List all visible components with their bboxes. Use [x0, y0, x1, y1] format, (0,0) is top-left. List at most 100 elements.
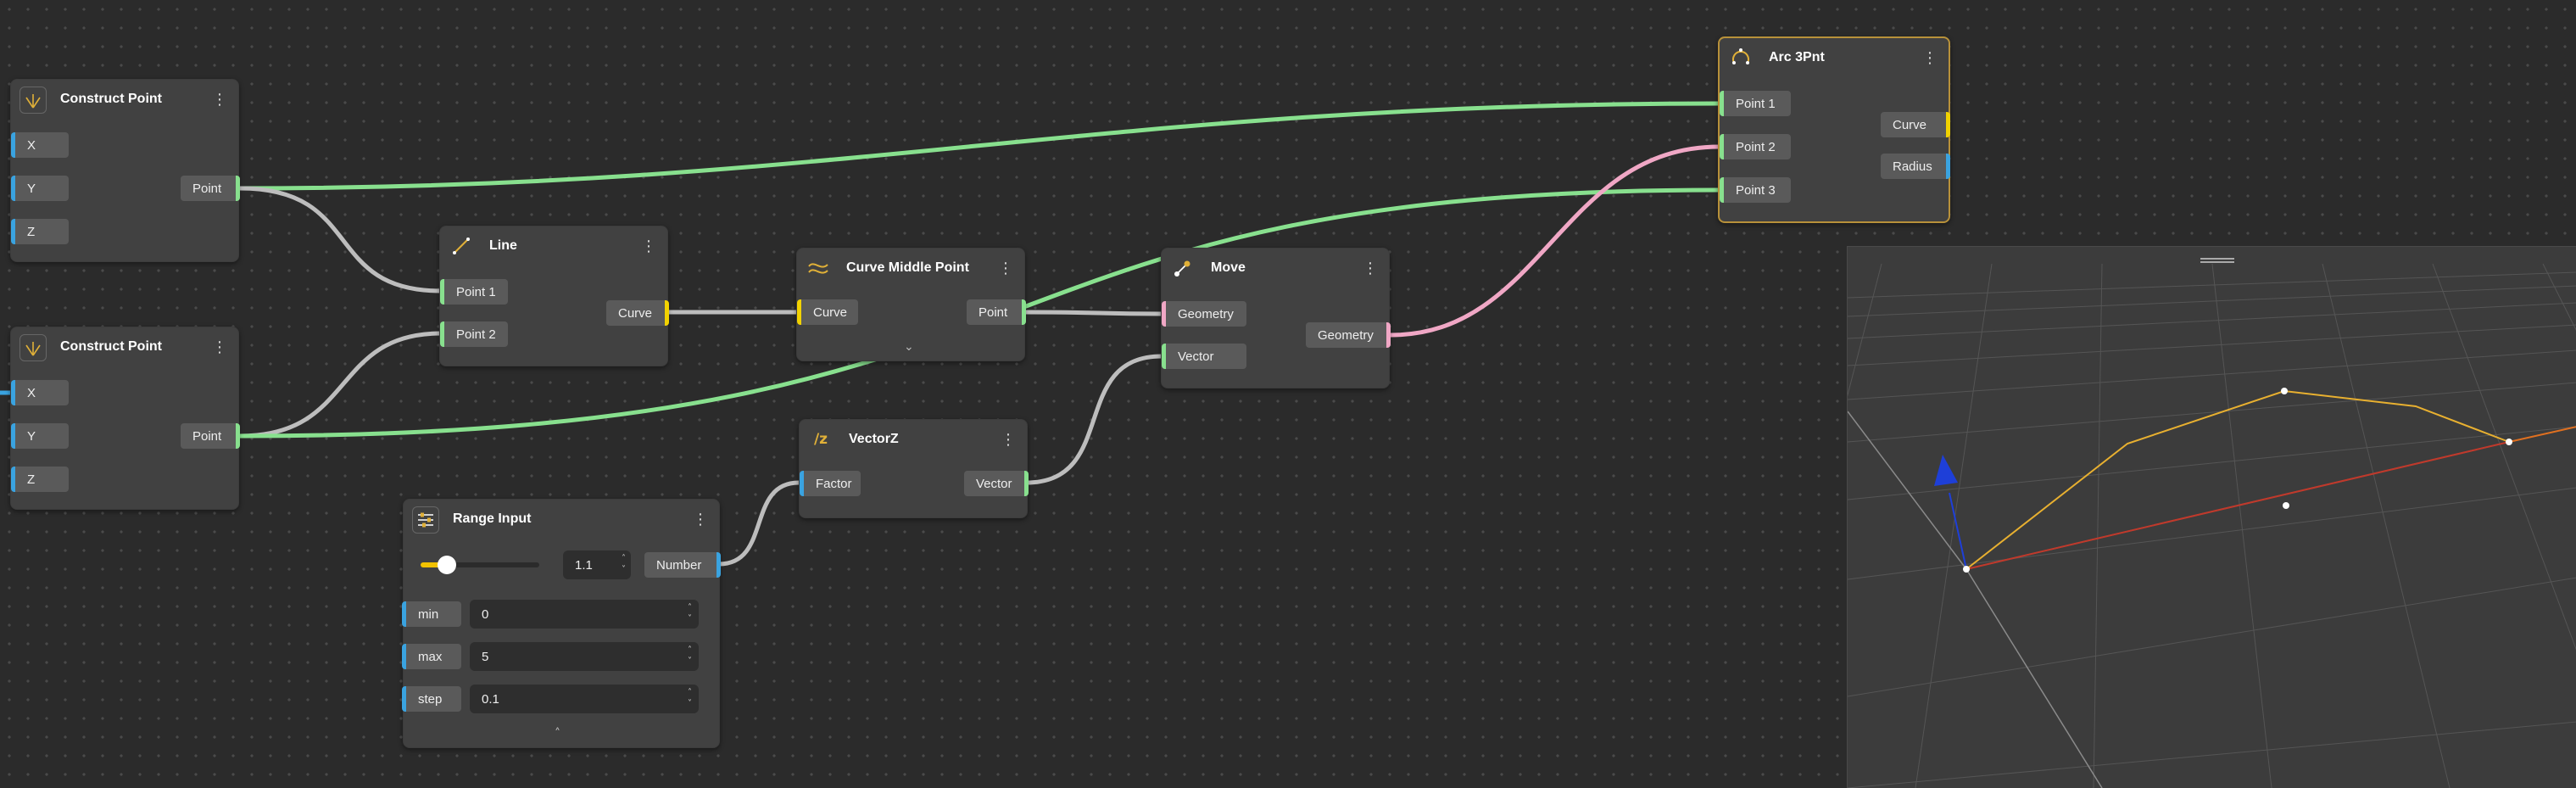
node-title: Move: [1211, 260, 1246, 275]
input-port-y[interactable]: Y: [11, 176, 69, 201]
construct-point-node-1[interactable]: Construct Point ⋮ X Y Z Point: [10, 79, 240, 262]
node-header[interactable]: /z VectorZ ⋮: [800, 420, 1027, 459]
range-slider[interactable]: [421, 556, 539, 574]
output-port-geometry[interactable]: Geometry: [1306, 322, 1391, 348]
min-value: 0: [482, 606, 489, 622]
stepper-arrows-icon[interactable]: ˄˅: [688, 645, 692, 666]
node-title: Line: [489, 238, 517, 253]
input-port-point2[interactable]: Point 2: [440, 321, 508, 347]
chevron-up-icon[interactable]: ˄: [555, 727, 560, 740]
input-port-y[interactable]: Y: [11, 423, 69, 449]
value-text: 1.1: [575, 557, 593, 573]
3d-viewport[interactable]: [1847, 246, 2576, 788]
point-marker: [2281, 388, 2288, 394]
construct-point-node-2[interactable]: Construct Point ⋮ X Y Z Point: [10, 327, 240, 510]
output-port-vector[interactable]: Vector: [964, 471, 1029, 496]
input-port-x[interactable]: X: [11, 132, 69, 158]
wire-vector-to-move: [1023, 354, 1164, 485]
more-vertical-icon[interactable]: ⋮: [641, 237, 656, 255]
output-port-number[interactable]: Number: [644, 552, 721, 578]
point-marker: [2506, 439, 2512, 445]
input-port-factor[interactable]: Factor: [800, 471, 861, 496]
arc-3pnt-node[interactable]: Arc 3Pnt ⋮ Point 1 Point 2 Point 3 Curve…: [1718, 36, 1950, 223]
xyz-axis-icon: [20, 334, 47, 361]
max-input[interactable]: 5 ˄˅: [470, 642, 699, 671]
output-port-point[interactable]: Point: [181, 176, 240, 201]
drag-handle-icon[interactable]: [2200, 258, 2234, 263]
slider-thumb[interactable]: [437, 556, 456, 574]
field-label-min: min: [402, 601, 461, 627]
node-title: Curve Middle Point: [846, 260, 969, 275]
node-title: Arc 3Pnt: [1769, 50, 1825, 64]
input-port-vector[interactable]: Vector: [1162, 344, 1246, 369]
max-value: 5: [482, 649, 489, 664]
stepper-arrows-icon[interactable]: ˄˅: [688, 603, 692, 623]
xyz-axis-icon: [20, 87, 47, 114]
axis-line: [1965, 568, 2103, 788]
chevron-down-icon[interactable]: ⌄: [904, 340, 914, 354]
wire-number-to-factor: [716, 480, 801, 567]
curve-icon: [806, 255, 831, 281]
vectorz-node[interactable]: /z VectorZ ⋮ Factor Vector: [799, 419, 1029, 518]
input-port-geometry[interactable]: Geometry: [1162, 301, 1246, 327]
output-port-radius[interactable]: Radius: [1881, 154, 1950, 179]
step-input[interactable]: 0.1 ˄˅: [470, 685, 699, 713]
min-input[interactable]: 0 ˄˅: [470, 600, 699, 629]
more-vertical-icon[interactable]: ⋮: [693, 510, 708, 528]
more-vertical-icon[interactable]: ⋮: [212, 338, 227, 356]
input-port-curve[interactable]: Curve: [797, 299, 858, 325]
wire-cmp-to-move: [1022, 310, 1164, 316]
more-vertical-icon[interactable]: ⋮: [1922, 48, 1938, 67]
input-port-x[interactable]: X: [11, 380, 69, 405]
node-header[interactable]: Construct Point ⋮: [11, 327, 238, 366]
stepper-arrows-icon[interactable]: ˄˅: [688, 688, 692, 708]
line-node[interactable]: Line ⋮ Point 1 Point 2 Curve: [439, 226, 669, 366]
curve-middle-point-node[interactable]: Curve Middle Point ⋮ Curve Point ⌄: [796, 248, 1026, 361]
wire-move-to-arc-point2: [1388, 144, 1722, 338]
viewport-scene[interactable]: [1848, 247, 2576, 788]
node-header[interactable]: Move ⋮: [1162, 249, 1389, 288]
more-vertical-icon[interactable]: ⋮: [1363, 259, 1378, 277]
input-port-point1[interactable]: Point 1: [440, 279, 508, 305]
input-port-point1[interactable]: Point 1: [1720, 91, 1791, 116]
output-port-curve[interactable]: Curve: [606, 300, 669, 326]
line-geometry: [1965, 441, 2510, 570]
input-port-point3[interactable]: Point 3: [1720, 177, 1791, 203]
output-port-point[interactable]: Point: [181, 423, 240, 449]
output-port-point[interactable]: Point: [967, 299, 1026, 325]
output-port-curve[interactable]: Curve: [1881, 112, 1950, 137]
range-input-node[interactable]: Range Input ⋮ 1.1 ˄˅ Number min 0 ˄˅ max…: [402, 499, 721, 748]
wire-cp1-to-arc-point1: [237, 101, 1722, 191]
axis-line: [1848, 411, 1967, 570]
node-header[interactable]: Line ⋮: [440, 226, 667, 265]
more-vertical-icon[interactable]: ⋮: [212, 90, 227, 109]
node-header[interactable]: Arc 3Pnt ⋮: [1720, 38, 1949, 77]
vector-z-icon: /z: [813, 431, 828, 448]
node-header[interactable]: Range Input ⋮: [404, 500, 719, 539]
slider-fill: [421, 562, 447, 567]
node-title: Construct Point: [60, 339, 162, 354]
wire-cp1-to-line-point1: [237, 186, 443, 293]
node-header[interactable]: Construct Point ⋮: [11, 80, 238, 119]
input-port-point2[interactable]: Point 2: [1720, 134, 1791, 159]
value-stepper[interactable]: 1.1 ˄˅: [563, 550, 631, 579]
field-label-max: max: [402, 644, 461, 669]
move-icon: [1170, 255, 1196, 281]
node-title: VectorZ: [849, 432, 899, 446]
line-geometry-extension: [2508, 426, 2576, 443]
input-port-z[interactable]: Z: [11, 219, 69, 244]
move-node[interactable]: Move ⋮ Geometry Vector Geometry: [1161, 248, 1391, 388]
stepper-arrows-icon[interactable]: ˄˅: [622, 554, 626, 574]
node-title: Construct Point: [60, 92, 162, 106]
point-marker: [1963, 566, 1970, 573]
node-title: Range Input: [453, 511, 532, 526]
more-vertical-icon[interactable]: ⋮: [998, 259, 1013, 277]
sliders-icon: [412, 506, 439, 534]
vector-z-arrow: [1949, 492, 1967, 570]
node-header[interactable]: Curve Middle Point ⋮: [797, 249, 1024, 288]
more-vertical-icon[interactable]: ⋮: [1001, 430, 1016, 449]
input-port-z[interactable]: Z: [11, 467, 69, 492]
line-icon: [449, 233, 474, 259]
vector-z-arrowhead: [1934, 455, 1958, 486]
point-marker: [2283, 502, 2289, 509]
